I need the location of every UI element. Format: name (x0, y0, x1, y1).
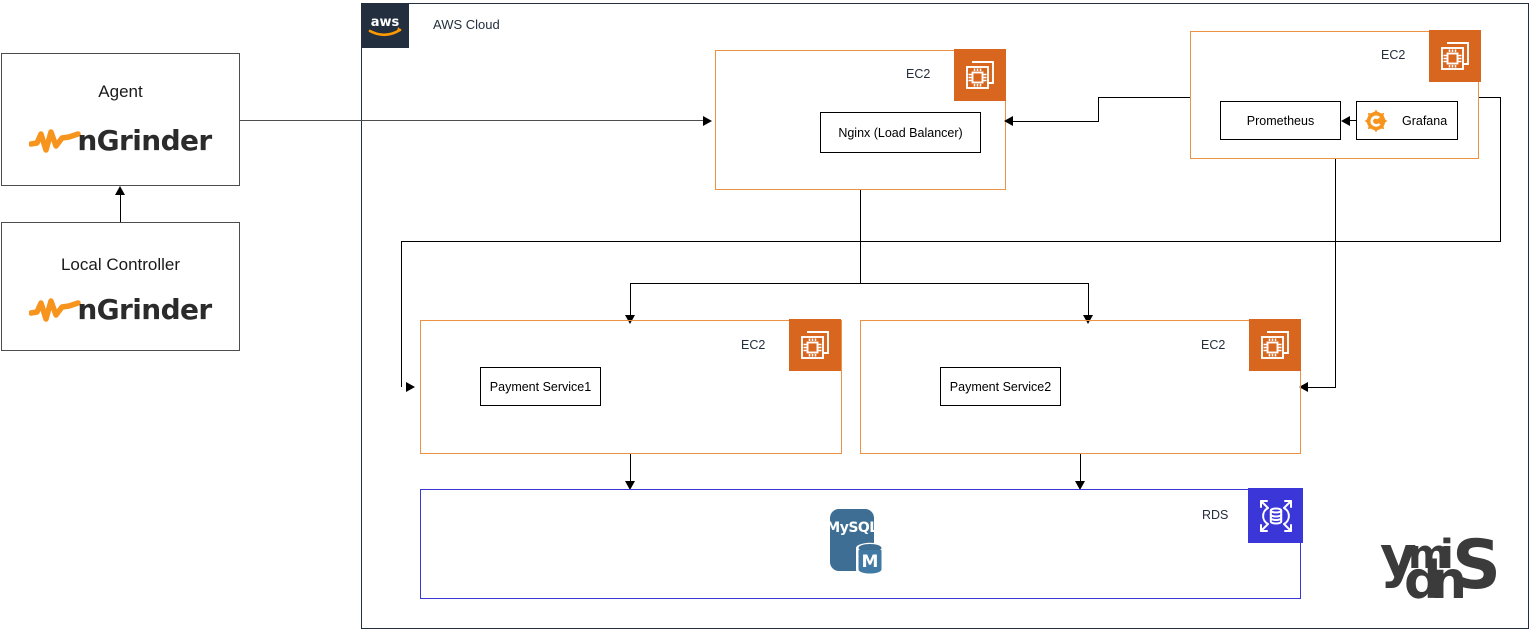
connector-agent-to-nginx-arrowhead (703, 116, 712, 126)
rds-icon (1248, 488, 1303, 543)
svg-text:MySQL: MySQL (829, 520, 878, 536)
payment-service2-node: Payment Service2 (940, 367, 1061, 406)
grafana-node-label: Grafana (1402, 113, 1448, 128)
local-controller-ngrinder-label: nGrinder (77, 293, 212, 326)
connector-nginx-to-payment2-arrowhead (1083, 315, 1093, 324)
svg-text:aws: aws (371, 15, 400, 30)
connector-monitoring-to-payment2-arrowhead (1299, 382, 1308, 392)
connector-nginx-to-payment2-drop (1088, 283, 1089, 319)
connector-monitoring-to-nginx-arrowhead (1004, 116, 1013, 126)
connector-monitoring-to-payment2-drop (1335, 159, 1336, 387)
connector-payment2-to-rds-arrowhead (1075, 481, 1085, 490)
ec2-icon (789, 319, 841, 371)
connector-payment1-to-rds (630, 454, 631, 485)
local-controller-box: Local Controller nGrinder (1, 222, 240, 351)
aws-logo-icon: aws (361, 3, 409, 48)
connector-nginx-downstem (860, 190, 861, 283)
payment1-ec2-group (420, 320, 842, 454)
grafana-icon (1364, 109, 1388, 132)
prometheus-node: Prometheus (1220, 101, 1341, 140)
svg-text:S: S (1452, 526, 1501, 605)
connector-nginx-to-payment1-drop (630, 283, 631, 319)
connector-grafana-to-prometheus (1349, 120, 1362, 121)
agent-title: Agent (98, 82, 143, 101)
ec2-icon (1429, 30, 1481, 82)
connector-monitoring-bus-horizontal (401, 241, 1501, 242)
connector-monitoring-to-nginx-seg3 (1013, 121, 1099, 122)
database-rds-group (420, 489, 1301, 599)
mysql-logo-icon: MySQL M (826, 508, 891, 580)
ec2-icon (954, 49, 1006, 101)
svg-text:M: M (862, 552, 879, 572)
aws-cloud-boundary (361, 3, 1529, 629)
connector-monitoring-bus-right-riser (1500, 97, 1501, 242)
connector-bus-to-payment1-arrowhead (406, 382, 415, 392)
connector-monitoring-to-nginx-seg1 (1098, 97, 1190, 98)
svg-text:y: y (1380, 525, 1417, 590)
ngrinder-wave-icon (29, 297, 82, 322)
brand-wordmark-icon: y m i S d n (1378, 524, 1506, 611)
agent-box: Agent nGrinder (1, 53, 240, 186)
payment2-ec2-group (860, 320, 1301, 454)
connector-monitoring-to-payment2-run (1308, 387, 1336, 388)
svg-text:d: d (1404, 551, 1441, 606)
nginx-ec2-label: EC2 (906, 67, 931, 81)
grafana-node: Grafana (1356, 101, 1458, 140)
connector-monitoring-bus-left-drop (401, 241, 402, 387)
agent-ngrinder-label: nGrinder (77, 124, 212, 157)
svg-text:n: n (1430, 551, 1467, 606)
aws-cloud-label: AWS Cloud (433, 17, 500, 32)
ec2-icon (1249, 319, 1301, 371)
connector-monitoring-to-nginx-seg2 (1098, 97, 1099, 121)
connector-payment2-to-rds (1080, 454, 1081, 485)
connector-grafana-to-prometheus-arrowhead (1341, 116, 1350, 126)
payment2-ec2-label: EC2 (1201, 338, 1226, 352)
agent-ngrinder-logo: nGrinder (29, 124, 212, 157)
connector-controller-to-agent-arrowhead (115, 186, 125, 195)
payment-service1-node: Payment Service1 (480, 367, 601, 406)
ngrinder-wave-icon (29, 128, 82, 153)
nginx-node: Nginx (Load Balancer) (820, 112, 981, 153)
monitoring-ec2-group (1190, 31, 1479, 159)
connector-payment1-to-rds-arrowhead (625, 481, 635, 490)
payment1-ec2-label: EC2 (741, 338, 766, 352)
local-controller-title: Local Controller (60, 255, 181, 274)
connector-nginx-fanout-bar (630, 283, 1089, 284)
connector-controller-to-agent (120, 190, 121, 222)
monitoring-ec2-label: EC2 (1381, 48, 1406, 62)
database-rds-label: RDS (1202, 508, 1229, 522)
connector-agent-to-nginx (240, 120, 710, 121)
local-controller-ngrinder-logo: nGrinder (29, 293, 212, 326)
svg-text:i: i (1440, 532, 1454, 578)
connector-nginx-to-payment1-arrowhead (625, 315, 635, 324)
connector-monitoring-bus-right-stub (1479, 97, 1501, 98)
svg-text:m: m (1408, 532, 1450, 578)
